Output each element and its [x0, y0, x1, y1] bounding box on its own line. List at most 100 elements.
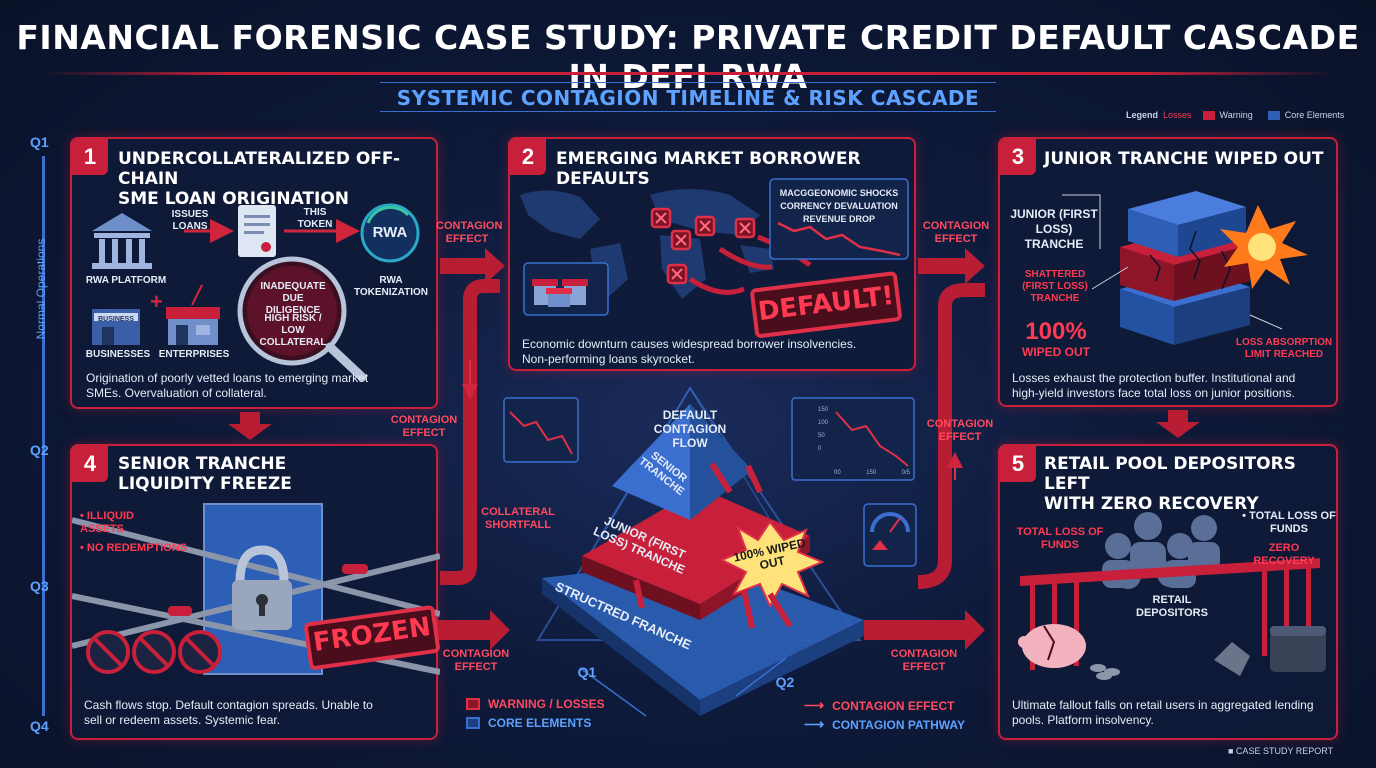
shattered-tranche-label: SHATTERED (FIRST LOSS) TRANCHE: [1022, 269, 1088, 304]
enterprises-label: ENTERPRISES: [158, 349, 230, 360]
legend-contagion-pathway-text: CONTAGION PATHWAY: [832, 717, 965, 732]
legend-contagion-effect: ⟶ CONTAGION EFFECT: [804, 697, 955, 714]
panel-5-title-line2: WITH ZERO RECOVERY: [1044, 494, 1259, 514]
legend-contagion-pathway: ⟶ CONTAGION PATHWAY: [804, 716, 965, 733]
rwa-token-icon: [360, 203, 420, 263]
legend-contagion-effect-text: CONTAGION EFFECT: [832, 698, 955, 713]
shocks-chart-frame: [769, 178, 909, 260]
junior-tranche-label: JUNIOR (FIRST LOSS) TRANCHE: [1010, 207, 1098, 251]
x-tick-05: 0/5: [901, 470, 910, 476]
storefront-icons: [532, 279, 588, 307]
pyramid-senior-tier: [612, 404, 752, 520]
panel-1-title-line2: SME LOAN ORIGINATION: [118, 189, 350, 209]
arrow-center-to-5: [864, 610, 985, 650]
svg-text:+: +: [150, 289, 163, 314]
x-tick-150: 150: [866, 470, 877, 476]
shock-label-3: REVENUE DROP: [802, 214, 875, 224]
panel-retail-depositors: 5 RETAIL POOL DEPOSITORS LEFT WITH ZERO …: [998, 444, 1338, 740]
shock-label-2: CORRENCY DEVALUATION: [780, 201, 898, 211]
panel-4-title-line1: SENIOR TRANCHE: [118, 454, 287, 474]
x-tick-00: 00: [834, 470, 841, 476]
wiped-out-label: WIPED OUT: [1022, 345, 1090, 359]
panel-3-description: Losses exhaust the protection buffer. In…: [1012, 371, 1334, 401]
tranche-stack-icon: [1120, 191, 1250, 345]
legend-top: Legend Losses Warning Core Elements: [1126, 110, 1344, 120]
panel-4-desc-line1: Cash flows stop. Default contagion sprea…: [84, 698, 373, 712]
arrow-3-to-5: [1156, 410, 1200, 438]
contagion-label-1-2: CONTAGION EFFECT: [436, 220, 503, 245]
panel-1-title-line1: UNDERCOLLATERALIZED OFF-CHAIN: [118, 149, 401, 189]
panel-liquidity-freeze: 4 SENIOR TRANCHE LIQUIDITY FREEZE • ILLI…: [70, 444, 440, 740]
timeline-q2: Q2: [30, 442, 49, 458]
title-divider: [40, 72, 1336, 75]
gauge-icon: [863, 503, 917, 567]
panel-5-illustration: [1018, 512, 1326, 680]
legend-label: Legend: [1126, 110, 1159, 120]
y-tick-50: 50: [818, 433, 825, 439]
mini-chart-right: [791, 397, 915, 481]
frozen-stamp: [304, 605, 440, 670]
arrow-4-up-path: [440, 279, 500, 585]
no-entry-icons: [86, 630, 222, 674]
legend-warning: Warning: [1219, 110, 1253, 120]
contagion-label-center-5: CONTAGION EFFECT: [890, 648, 958, 673]
contagion-label-center-up: CONTAGION EFFECT: [926, 418, 994, 443]
panel-loan-origination: 1 UNDERCOLLATERALIZED OFF-CHAIN SME LOAN…: [70, 137, 438, 409]
panel-4-title-line2: LIQUIDITY FREEZE: [118, 474, 292, 494]
arrow-2-to-3: [918, 248, 985, 284]
footer-report-label: ■ CASE STUDY REPORT: [1228, 746, 1334, 756]
panel-5-desc-line2: pools. Platform insolvency.: [1012, 713, 1154, 727]
y-tick-150: 150: [818, 407, 829, 413]
contagion-label-4-center: CONTAGION EFFECT: [442, 648, 510, 673]
arrow-center-up-path: [917, 283, 985, 589]
explosion-center-icon: [719, 520, 825, 609]
coins-icon: [1090, 664, 1120, 680]
y-tick-100: 100: [818, 420, 829, 426]
mini-chart-left: [503, 397, 579, 463]
loss-limit-label: LOSS ABSORPTION LIMIT REACHED: [1235, 337, 1333, 360]
rwa-token-label: RWA: [372, 224, 408, 241]
panel-3-desc-line1: Losses exhaust the protection buffer. In…: [1012, 371, 1296, 385]
legend-core-elements-text: CORE ELEMENTS: [488, 716, 592, 730]
no-redemptions-label: • NO REDEMPTIONS: [80, 542, 188, 554]
panel-1-desc-line2: SMEs. Overvaluation of collateral.: [86, 386, 267, 400]
legend-core: Core Elements: [1284, 110, 1345, 120]
legend-losses: Losses: [1163, 110, 1192, 120]
panel-2-number: 2: [510, 139, 546, 175]
wiped-percent: 100%: [1025, 318, 1087, 345]
panel-4-title: SENIOR TRANCHE LIQUIDITY FREEZE: [118, 454, 418, 494]
total-loss-left-label: TOTAL LOSS OF FUNDS: [1016, 526, 1104, 551]
contagion-label-4-up: CONTAGION EFFECT: [390, 414, 458, 439]
depositors-icon: [1102, 512, 1220, 589]
broken-piggy-bank-icon: [1018, 624, 1086, 668]
document-icon: [238, 205, 276, 257]
crack-lines: [1149, 230, 1231, 290]
panel-1-number: 1: [72, 139, 108, 175]
due-diligence-label: INADEQUATE DUE DILIGENCE: [260, 281, 326, 316]
total-loss-right-label: • TOTAL LOSS OF FUNDS: [1242, 510, 1336, 535]
arrow-1-to-4: [228, 412, 272, 440]
panel-1-description: Origination of poorly vetted loans to em…: [86, 371, 430, 401]
panel-5-title-line1: RETAIL POOL DEPOSITORS LEFT: [1044, 454, 1296, 494]
illiquid-assets-label: • ILLIQUID ASSETS: [80, 510, 134, 535]
panel-3-illustration: [1062, 191, 1308, 345]
shock-label-1: MACGGEONOMIC SHOCKS: [779, 188, 899, 198]
padlock-icon: [232, 545, 292, 630]
legend-warning-losses-swatch: [466, 698, 480, 710]
panel-1-desc-line1: Origination of poorly vetted loans to em…: [86, 371, 369, 385]
panel-4-illustration: [72, 503, 440, 675]
default-stamp: [750, 271, 902, 338]
business-sign: BUSINESS: [98, 316, 134, 323]
panel-2-desc-line1: Economic downturn causes widespread borr…: [522, 337, 857, 351]
legend-warning-losses-text: WARNING / LOSSES: [488, 697, 605, 711]
mini-chart-x-ticks: 00 150 0/5: [834, 470, 910, 476]
legend-warning-losses: WARNING / LOSSES: [466, 697, 605, 711]
empty-wallet-icon: [1270, 626, 1326, 672]
legend-effect-arrow-icon: ⟶: [804, 697, 825, 713]
collateral-shortfall-label: COLLATERAL SHORTFALL: [481, 506, 555, 531]
subtitle: SYSTEMIC CONTAGION TIMELINE & RISK CASCA…: [396, 86, 980, 110]
timeline: Q1 Q2 Q3 Q4 Normal Operations: [30, 132, 60, 742]
businesses-label: BUSINESSES: [85, 349, 151, 360]
